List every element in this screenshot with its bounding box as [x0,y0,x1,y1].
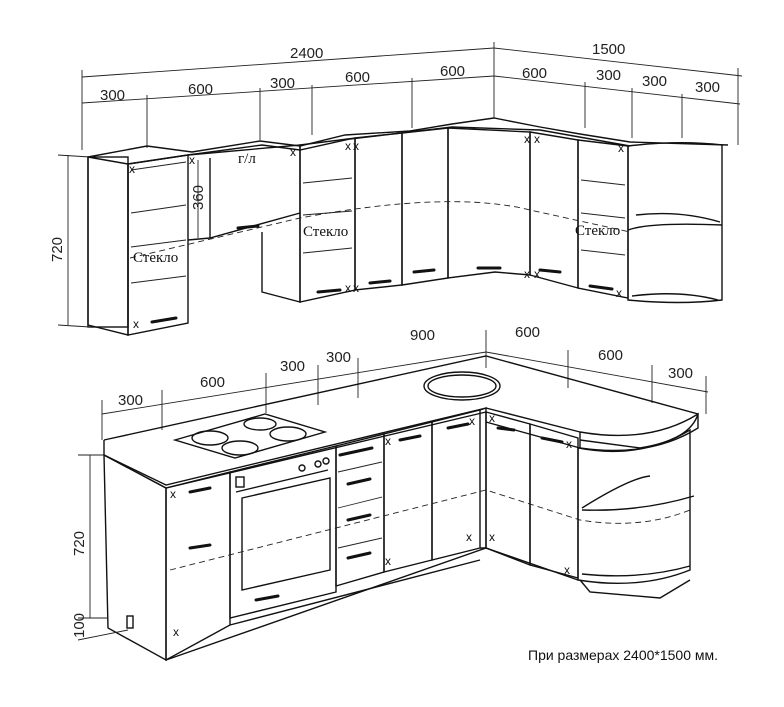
hinge-mark: x [189,153,195,167]
caption: При размерах 2400*1500 мм. [528,647,718,663]
dim-base-seg-1: 300 [118,392,143,409]
dim-top-seg-2: 600 [188,81,213,98]
hinge-mark: x [524,267,530,281]
hinge-mark: x [524,132,530,146]
dim-top-seg-7: 300 [596,67,621,84]
label-glass-2: Стекло [303,224,348,240]
dim-top-total-left: 2400 [290,45,323,62]
dim-hood-height: 360 [190,185,207,210]
dim-base-seg-5: 900 [410,327,435,344]
dim-top-seg-8: 300 [642,73,667,90]
hinge-mark: x [385,434,391,448]
label-hood: г/л [238,151,256,167]
hinge-mark: x [345,139,351,153]
dim-base-seg-4: 300 [326,349,351,366]
dim-top-seg-9: 300 [695,79,720,96]
dim-tick-upper-bottom [57,324,91,328]
dim-top-total-right: 1500 [592,41,625,58]
hinge-mark: x [466,530,472,544]
dim-top-seg-5: 600 [440,63,465,80]
hinge-mark: x [133,317,139,331]
label-glass-1: Стекло [133,250,178,266]
hinge-mark: x [469,414,475,428]
top-dimensions [81,42,743,150]
hinge-mark: x [353,281,359,295]
hinge-mark: x [345,281,351,295]
hinge-mark: x [564,563,570,577]
dim-base-seg-3: 300 [280,358,305,375]
dim-upper-height: 720 [49,237,66,262]
dim-base-seg-6: 600 [515,324,540,341]
base-dimensions [101,330,709,440]
dim-plinth-height: 100 [71,613,88,638]
dim-base-height: 720 [71,531,88,556]
dim-base-seg-8: 300 [668,365,693,382]
dim-base-seg-7: 600 [598,347,623,364]
hinge-mark: x [489,530,495,544]
hinge-mark: x [534,267,540,281]
upper-cabinets [87,117,729,336]
dim-top-seg-4: 600 [345,69,370,86]
dim-top-seg-3: 300 [270,75,295,92]
hinge-mark: x [489,411,495,425]
hinge-mark: x [618,141,624,155]
base-cabinets [103,355,699,662]
hinge-mark: x [566,437,572,451]
hinge-mark: x [616,286,622,300]
label-glass-3: Стекло [575,223,620,239]
hinge-mark: x [129,162,135,176]
hinge-mark: x [534,132,540,146]
dim-tick-floor [77,629,129,641]
hinge-mark: x [170,487,176,501]
dim-top-seg-6: 600 [522,65,547,82]
dim-tick-upper-top [57,154,91,158]
dim-top-seg-1: 300 [100,87,125,104]
hinge-mark: x [173,625,179,639]
hinge-mark: x [290,145,296,159]
dim-base-seg-2: 600 [200,374,225,391]
hinge-mark: x [385,554,391,568]
hinge-mark: x [353,139,359,153]
